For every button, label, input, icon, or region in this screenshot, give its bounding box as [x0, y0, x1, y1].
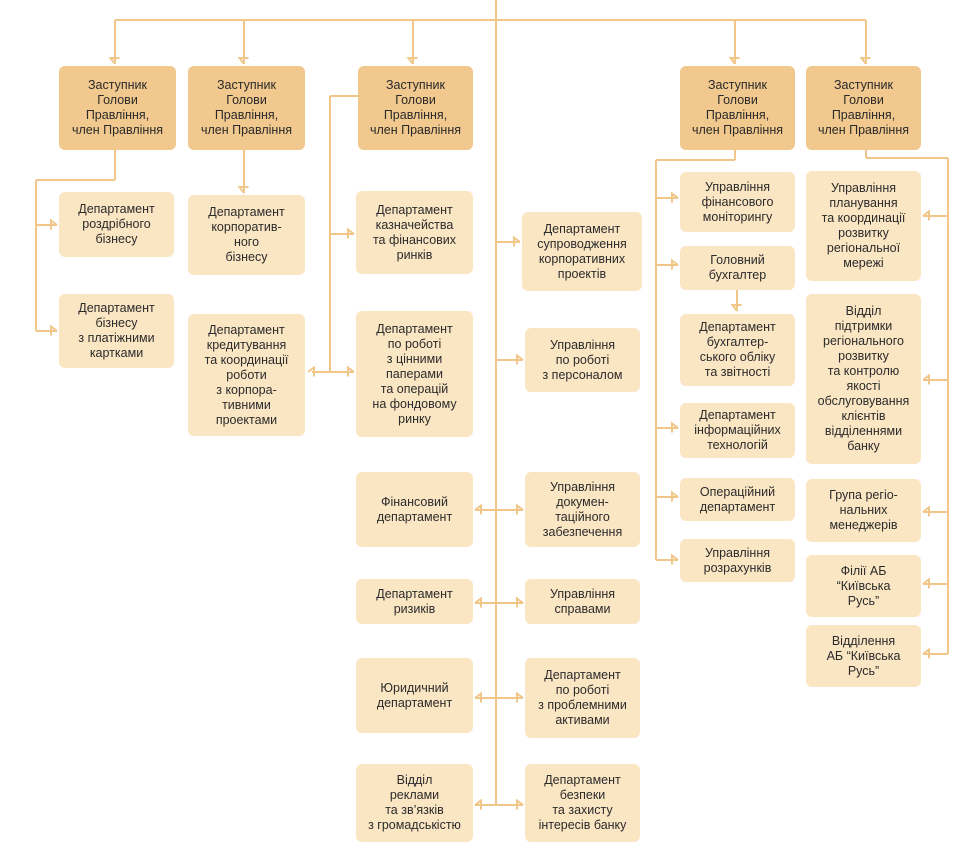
arrowhead: [347, 227, 355, 239]
corporate-lending-dept: Департамент кредитування та координації …: [188, 314, 305, 436]
deputy-head-3: Заступник Голови Правління, член Правлін…: [358, 66, 473, 150]
settlements-dept: Управління розрахунків: [680, 539, 795, 582]
branches: Філії АБ “Київська Русь”: [806, 555, 921, 617]
legal-dept: Юридичний департамент: [356, 658, 473, 733]
risks-dept: Департамент ризиків: [356, 579, 473, 624]
regional-managers-group: Група регіо- нальних менеджерів: [806, 479, 921, 542]
arrowhead: [237, 186, 249, 194]
personnel-dept: Управління по роботі з персоналом: [525, 328, 640, 392]
documentation-support-dept: Управління докумен- таційного забезпечен…: [525, 472, 640, 547]
treasury-dept: Департамент казначейства та фінансових р…: [356, 191, 473, 274]
security-dept: Департамент безпеки та захисту інтересів…: [525, 764, 640, 842]
arrowhead: [922, 647, 930, 659]
arrowhead: [347, 365, 355, 377]
operations-dept: Операційний департамент: [680, 478, 795, 521]
arrowhead: [474, 503, 482, 515]
arrowhead: [50, 218, 58, 230]
chief-accountant: Головний бухгалтер: [680, 246, 795, 290]
problem-assets-dept: Департамент по роботі з проблемними акти…: [525, 658, 640, 738]
arrowhead: [474, 798, 482, 810]
arrowhead: [922, 373, 930, 385]
retail-business-dept: Департамент роздрібного бізнесу: [59, 192, 174, 257]
corporate-business-dept: Департамент корпоратив- ного бізнесу: [188, 195, 305, 275]
arrowhead: [671, 421, 679, 433]
corporate-projects-support-dept: Департамент супроводження корпоративних …: [522, 212, 642, 291]
arrowhead: [671, 191, 679, 203]
arrowhead: [730, 304, 742, 312]
pr-advertising-dept: Відділ реклами та зв’язків з громадськіс…: [356, 764, 473, 842]
arrowhead: [671, 490, 679, 502]
it-dept: Департамент інформаційних технологій: [680, 403, 795, 458]
arrowhead: [108, 57, 120, 65]
fin-monitoring-dept: Управління фінансового моніторингу: [680, 172, 795, 232]
deputy-head-4: Заступник Голови Правління, член Правлін…: [680, 66, 795, 150]
arrowhead: [516, 503, 524, 515]
arrowhead: [516, 691, 524, 703]
deputy-head-2: Заступник Голови Правління, член Правлін…: [188, 66, 305, 150]
arrowhead: [671, 258, 679, 270]
payment-cards-dept: Департамент бізнесу з платіжними карткам…: [59, 294, 174, 368]
regional-support-dept: Відділ підтримки регіонального розвитку …: [806, 294, 921, 464]
arrowhead: [516, 798, 524, 810]
arrowhead: [922, 577, 930, 589]
arrowhead: [728, 57, 740, 65]
arrowhead: [237, 57, 249, 65]
sub-branches: Відділення АБ “Київська Русь”: [806, 625, 921, 687]
arrowhead: [922, 209, 930, 221]
securities-dept: Департамент по роботі з цінними паперами…: [356, 311, 473, 437]
arrowhead: [516, 596, 524, 608]
regional-planning-dept: Управління планування та координації роз…: [806, 171, 921, 281]
arrowhead: [307, 365, 315, 377]
arrowhead: [516, 353, 524, 365]
deputy-head-5: Заступник Голови Правління, член Правлін…: [806, 66, 921, 150]
arrowhead: [922, 505, 930, 517]
accounting-dept: Департамент бухгалтер- ського обліку та …: [680, 314, 795, 386]
arrowhead: [406, 57, 418, 65]
affairs-dept: Управління справами: [525, 579, 640, 624]
arrowhead: [474, 596, 482, 608]
arrowhead: [513, 235, 521, 247]
deputy-head-1: Заступник Голови Правління, член Правлін…: [59, 66, 176, 150]
arrowhead: [671, 553, 679, 565]
arrowhead: [50, 324, 58, 336]
arrowhead: [474, 691, 482, 703]
arrowhead: [859, 57, 871, 65]
financial-dept: Фінансовий департамент: [356, 472, 473, 547]
